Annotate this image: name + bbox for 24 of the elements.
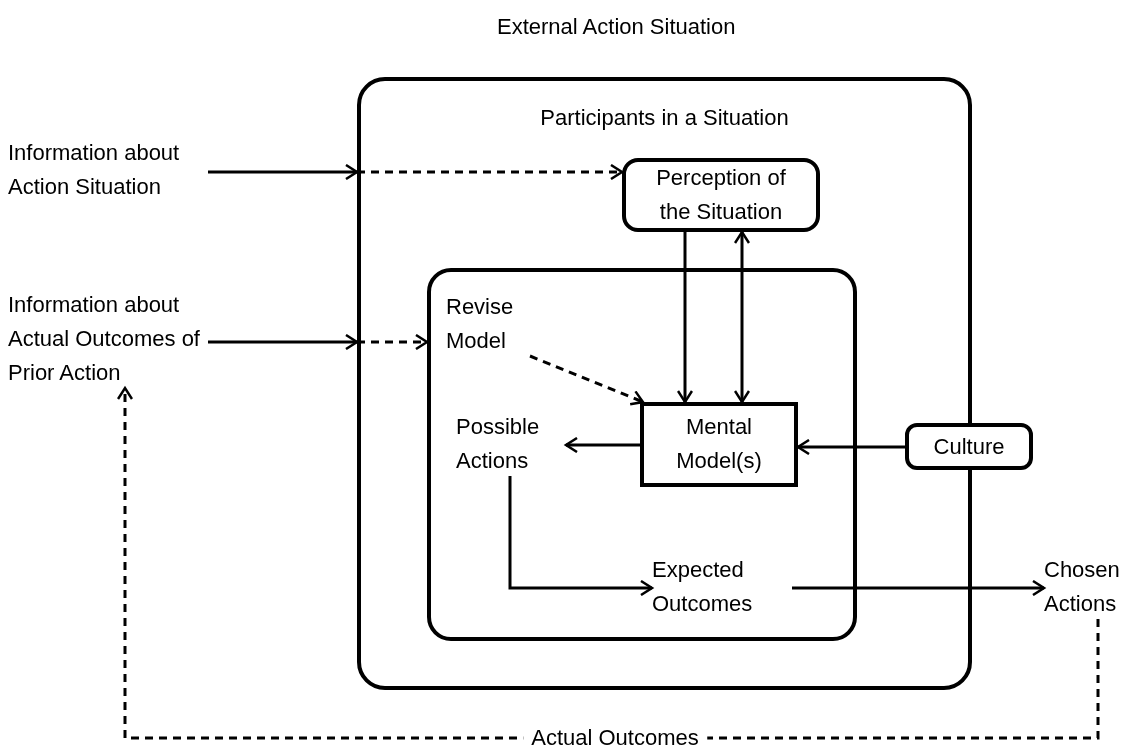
process-box <box>905 423 1033 470</box>
text-label: Information about Actual Outcomes of Prior Action <box>8 288 208 388</box>
arrow <box>796 438 905 456</box>
text-label: Chosen Actions <box>1044 553 1142 619</box>
arrow <box>208 163 359 181</box>
arrow <box>208 333 359 351</box>
group-box <box>427 268 857 641</box>
text-label: Revise Model <box>446 290 546 356</box>
text-label: Expected Outcomes <box>652 553 792 619</box>
box-label: Culture <box>933 433 1005 461</box>
box-label: Perception of the Situation <box>655 164 787 226</box>
diagram-title: External Action Situation <box>497 13 736 41</box>
dashed-arrow <box>529 354 645 406</box>
arrow <box>564 436 640 454</box>
process-box <box>622 158 820 232</box>
text-label: Information about Action Situation <box>8 136 208 202</box>
box-label: Mental Model(s) <box>675 413 763 475</box>
process-box <box>640 402 798 487</box>
arrow <box>792 579 1046 597</box>
arrow <box>508 476 654 597</box>
text-label: Possible Actions <box>456 410 566 476</box>
arrow <box>676 232 694 404</box>
box-label: Participants in a Situation <box>540 104 789 132</box>
arrow <box>733 230 751 404</box>
